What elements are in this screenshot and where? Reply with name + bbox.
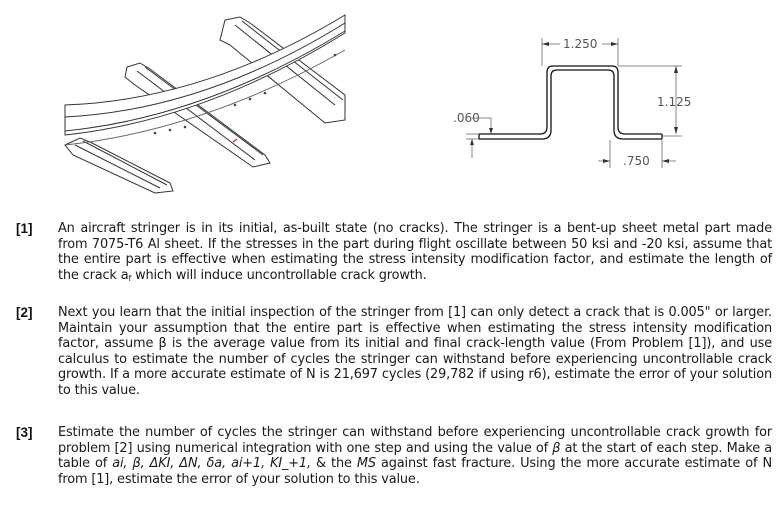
problem-text: An aircraft stringer is in its initial, … bbox=[58, 221, 772, 283]
dim-thickness: .060 bbox=[453, 111, 480, 125]
hat-section-drawing: 1.250 1.125 .060 .750 bbox=[453, 37, 691, 168]
dim-height: 1.125 bbox=[657, 95, 691, 109]
dim-top-width: 1.250 bbox=[563, 37, 597, 51]
problem-text: Estimate the number of cycles the string… bbox=[58, 425, 773, 487]
problem-3: [3] Estimate the number of cycles the st… bbox=[16, 425, 772, 487]
stringer-illustration bbox=[64, 14, 346, 194]
table-variables: ai, β, ΔKI, ΔN, δa, ai+1, KI_+1, bbox=[112, 456, 311, 472]
dim-flange-width: .750 bbox=[623, 154, 650, 168]
problem-text: Next you learn that the initial inspecti… bbox=[58, 305, 772, 398]
problem-number: [2] bbox=[16, 305, 33, 320]
problem-number: [1] bbox=[16, 221, 33, 236]
problem-1: [1] An aircraft stringer is in its initi… bbox=[16, 221, 772, 286]
problem-number: [3] bbox=[16, 425, 33, 440]
problem-2: [2] Next you learn that the initial insp… bbox=[16, 305, 772, 399]
